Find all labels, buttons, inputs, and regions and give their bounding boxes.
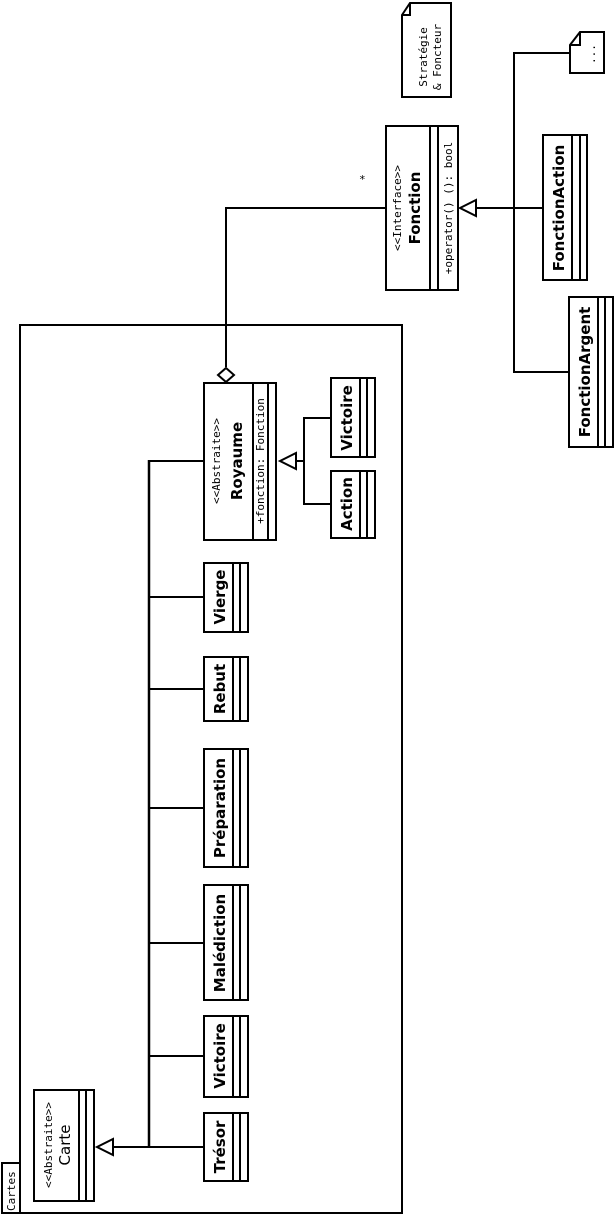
royaume-attribute: +fonction: Fonction bbox=[254, 398, 267, 524]
aggregation-diamond bbox=[216, 366, 236, 384]
note-ellipsis: ... bbox=[569, 31, 605, 74]
note-ellipsis-text: ... bbox=[585, 44, 598, 64]
tresor-name: Trésor bbox=[211, 1120, 229, 1173]
class-tresor[interactable]: Trésor bbox=[203, 1112, 249, 1182]
inheritance-fonction bbox=[457, 52, 570, 373]
class-rebut[interactable]: Rebut bbox=[203, 656, 249, 722]
carte-stereotype: <<Abstraite>> bbox=[42, 1102, 55, 1188]
inheritance-royaume bbox=[277, 417, 331, 505]
fonction-stereotype: <<Interface>> bbox=[391, 165, 404, 251]
multiplicity-label: * bbox=[359, 173, 366, 186]
class-preparation[interactable]: Préparation bbox=[203, 748, 249, 868]
royaume-stereotype: <<Abstraite>> bbox=[210, 418, 223, 504]
carte-name: Carte bbox=[56, 1125, 74, 1166]
action-name: Action bbox=[338, 477, 356, 531]
fonction-method: +operator() (): bool bbox=[442, 142, 455, 274]
generalization-arrow-carte bbox=[94, 1137, 114, 1157]
generalization-arrow-fonction bbox=[457, 198, 477, 218]
fonction-argent-name: FonctionArgent bbox=[576, 307, 594, 438]
package-cartes: Cartes bbox=[1, 324, 403, 1214]
note-strategie-line2: & Foncteur bbox=[431, 24, 444, 91]
aggregation-royaume-fonction: * bbox=[216, 173, 386, 384]
class-victoire[interactable]: Victoire bbox=[203, 1015, 249, 1098]
victoire-name: Victoire bbox=[211, 1023, 229, 1089]
vierge-name: Vierge bbox=[211, 570, 229, 625]
malediction-name: Malédiction bbox=[211, 894, 229, 992]
fonction-name: Fonction bbox=[406, 172, 424, 245]
package-label: Cartes bbox=[5, 1171, 18, 1211]
victoire-royaume-name: Victoire bbox=[338, 385, 356, 451]
rebut-name: Rebut bbox=[211, 664, 229, 714]
royaume-name: Royaume bbox=[228, 422, 246, 500]
class-victoire-royaume[interactable]: Victoire bbox=[330, 377, 376, 458]
class-action[interactable]: Action bbox=[330, 470, 376, 539]
class-carte[interactable]: <<Abstraite>> Carte bbox=[33, 1089, 95, 1202]
class-malediction[interactable]: Malédiction bbox=[203, 884, 249, 1001]
note-strategie-line1: Stratégie bbox=[417, 27, 430, 87]
class-vierge[interactable]: Vierge bbox=[203, 562, 249, 633]
fonction-action-name: FonctionAction bbox=[550, 145, 568, 272]
class-fonction-action[interactable]: FonctionAction bbox=[542, 134, 588, 281]
class-royaume[interactable]: <<Abstraite>> Royaume +fonction: Fonctio… bbox=[203, 382, 277, 541]
note-strategie: Stratégie & Foncteur bbox=[401, 1, 452, 98]
class-fonction-argent[interactable]: FonctionArgent bbox=[568, 296, 614, 448]
preparation-name: Préparation bbox=[211, 758, 229, 858]
inheritance-carte bbox=[94, 460, 204, 1157]
class-fonction[interactable]: <<Interface>> Fonction +operator() (): b… bbox=[385, 125, 459, 291]
